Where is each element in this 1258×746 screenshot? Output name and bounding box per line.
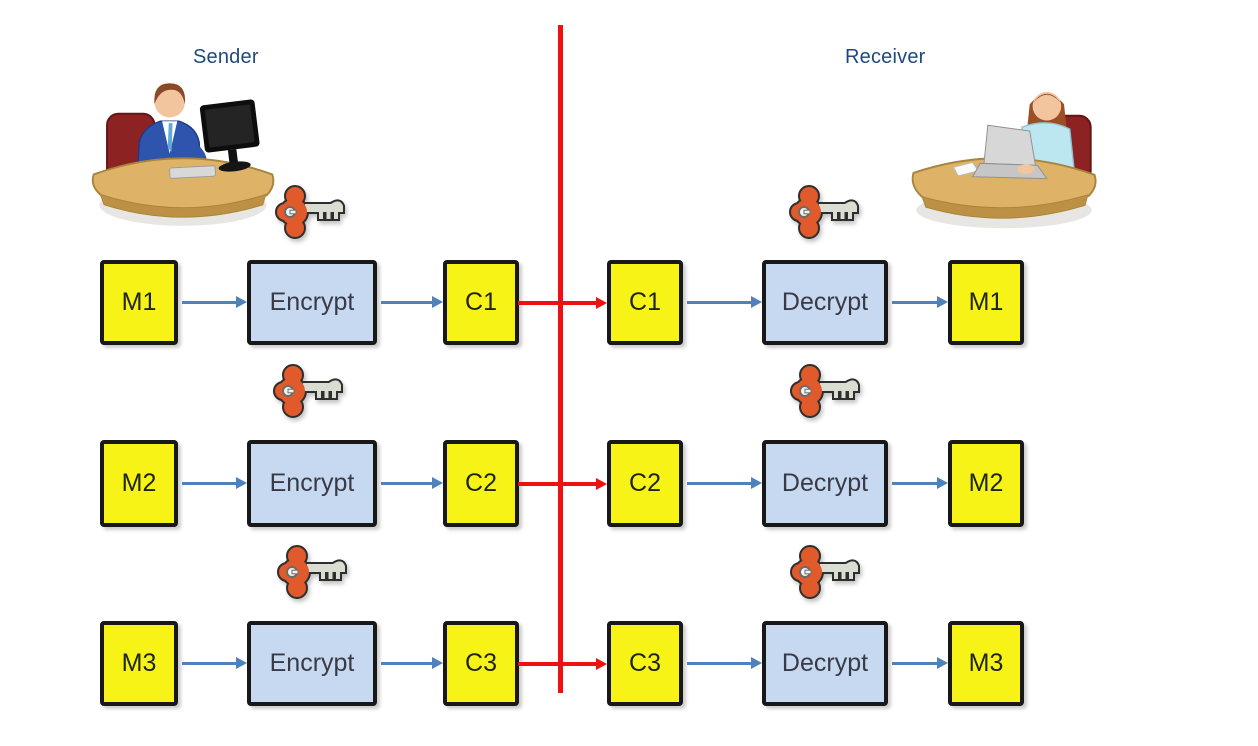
arrow-m1-to-encrypt bbox=[182, 300, 236, 304]
sender-label: Sender bbox=[193, 46, 259, 68]
flow-row-2: M2 Encrypt C2 C2 Decrypt M2 bbox=[0, 440, 1258, 527]
arrow-c1-to-decrypt bbox=[687, 300, 751, 304]
receiver-key-icon-row2 bbox=[790, 364, 860, 418]
arrow-c3-to-decrypt bbox=[687, 661, 751, 665]
sender-key-icon-row1 bbox=[275, 185, 345, 239]
arrow-decrypt-to-m1 bbox=[892, 300, 937, 304]
arrow-encrypt-to-c2 bbox=[381, 481, 432, 485]
receiver-key-icon-row1 bbox=[789, 185, 859, 239]
channel-divider-line bbox=[558, 25, 563, 693]
arrow-encrypt-to-c1 bbox=[381, 300, 432, 304]
receiver-key-icon-row3 bbox=[790, 545, 860, 599]
arrow-c1-channel bbox=[518, 300, 596, 305]
encrypt-box-row1: Encrypt bbox=[247, 260, 377, 345]
arrow-decrypt-to-m3 bbox=[892, 661, 937, 665]
sender-person-illustration bbox=[91, 83, 275, 226]
flow-row-3: M3 Encrypt C3 C3 Decrypt M3 bbox=[0, 621, 1258, 706]
decrypt-box-row3: Decrypt bbox=[762, 621, 888, 706]
arrow-m3-to-encrypt bbox=[182, 661, 236, 665]
arrow-c3-channel bbox=[518, 661, 596, 666]
cipher-box-c2-receiver: C2 bbox=[607, 440, 683, 527]
arrow-c2-to-decrypt bbox=[687, 481, 751, 485]
arrow-m2-to-encrypt bbox=[182, 481, 236, 485]
message-box-m3-out: M3 bbox=[948, 621, 1024, 706]
encrypt-box-row3: Encrypt bbox=[247, 621, 377, 706]
cipher-box-c2-sender: C2 bbox=[443, 440, 519, 527]
cipher-box-c1-sender: C1 bbox=[443, 260, 519, 345]
decrypt-box-row2: Decrypt bbox=[762, 440, 888, 527]
decrypt-box-row1: Decrypt bbox=[762, 260, 888, 345]
arrow-c2-channel bbox=[518, 481, 596, 486]
message-box-m2-out: M2 bbox=[948, 440, 1024, 527]
sender-key-icon-row3 bbox=[277, 545, 347, 599]
receiver-label: Receiver bbox=[845, 46, 926, 68]
message-box-m2-in: M2 bbox=[100, 440, 178, 527]
message-box-m1-in: M1 bbox=[100, 260, 178, 345]
cipher-box-c3-sender: C3 bbox=[443, 621, 519, 706]
arrow-encrypt-to-c3 bbox=[381, 661, 432, 665]
receiver-person-illustration bbox=[911, 91, 1097, 229]
message-box-m1-out: M1 bbox=[948, 260, 1024, 345]
encrypt-box-row2: Encrypt bbox=[247, 440, 377, 527]
cipher-box-c3-receiver: C3 bbox=[607, 621, 683, 706]
sender-key-icon-row2 bbox=[273, 364, 343, 418]
flow-row-1: M1 Encrypt C1 C1 Decrypt M1 bbox=[0, 260, 1258, 345]
arrow-decrypt-to-m2 bbox=[892, 481, 937, 485]
message-box-m3-in: M3 bbox=[100, 621, 178, 706]
cipher-box-c1-receiver: C1 bbox=[607, 260, 683, 345]
